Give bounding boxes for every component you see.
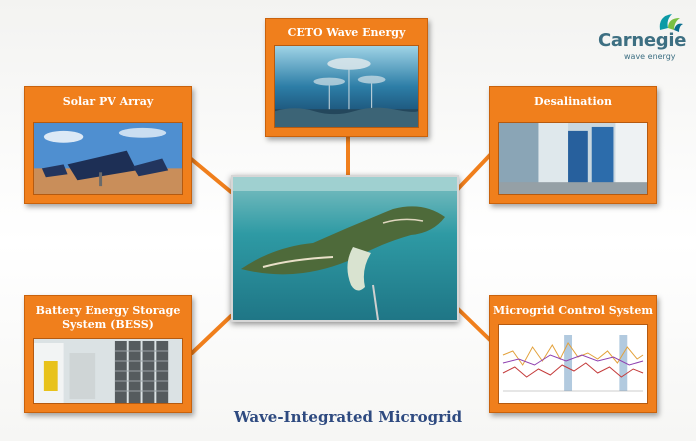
wave-logo-icon (659, 14, 683, 32)
solar-label: Solar PV Array (62, 95, 154, 108)
island-aerial-photo (231, 175, 459, 322)
solar-pv-array-card[interactable]: Solar PV Array (24, 86, 192, 204)
control-chart-image (498, 324, 648, 404)
desalination-card[interactable]: Desalination (489, 86, 657, 204)
control-label: Microgrid Control System (493, 304, 653, 317)
logo-tagline: wave energy (624, 52, 676, 61)
connector-bess (190, 314, 233, 355)
ceto-label: CETO Wave Energy (287, 26, 406, 39)
bess-label: Battery Energy Storage System (BESS) (35, 304, 181, 331)
connector-solar (188, 156, 233, 194)
diagram-title: Wave-Integrated Microgrid (233, 408, 463, 426)
desalination-plant-image (498, 122, 648, 195)
solar-panels-image (33, 122, 183, 195)
microgrid-control-card[interactable]: Microgrid Control System (489, 295, 657, 413)
bess-card[interactable]: Battery Energy Storage System (BESS) (24, 295, 192, 413)
connector-desalination (453, 153, 492, 194)
ceto-wave-energy-card[interactable]: CETO Wave Energy (265, 18, 428, 137)
desalination-label: Desalination (534, 95, 612, 108)
logo-name: Carnegie (598, 30, 687, 51)
ceto-underwater-image (274, 45, 419, 128)
connector-control (453, 304, 492, 342)
carnegie-logo: Carnegie wave energy (598, 10, 690, 66)
battery-racks-image (33, 338, 183, 404)
